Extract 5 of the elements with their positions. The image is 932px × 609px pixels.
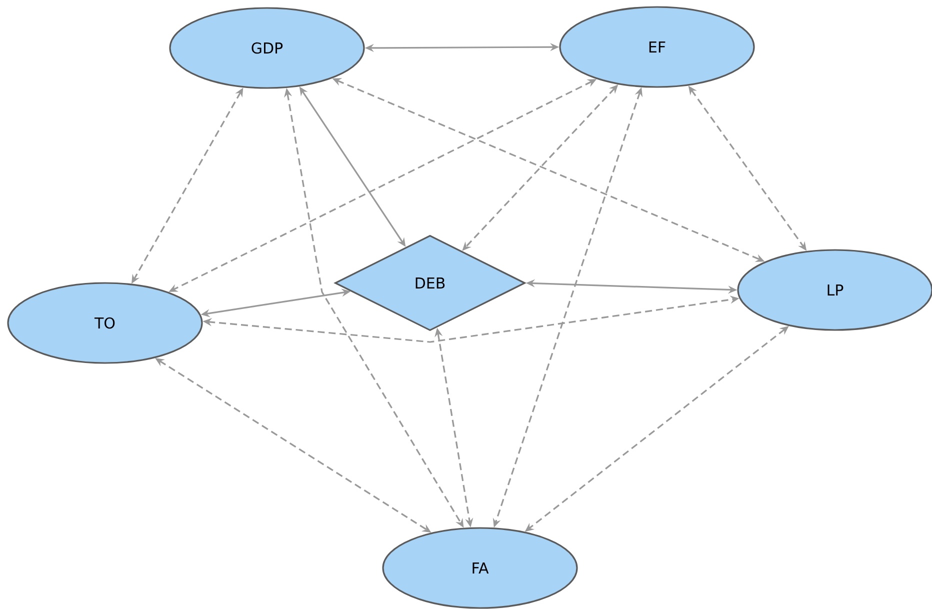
ellipse-node: LP	[737, 249, 932, 331]
ellipse-node: GDP	[169, 7, 365, 89]
ellipse-node: FA	[382, 527, 578, 609]
ellipse-node: EF	[559, 6, 755, 88]
ellipse-node: TO	[7, 282, 203, 364]
